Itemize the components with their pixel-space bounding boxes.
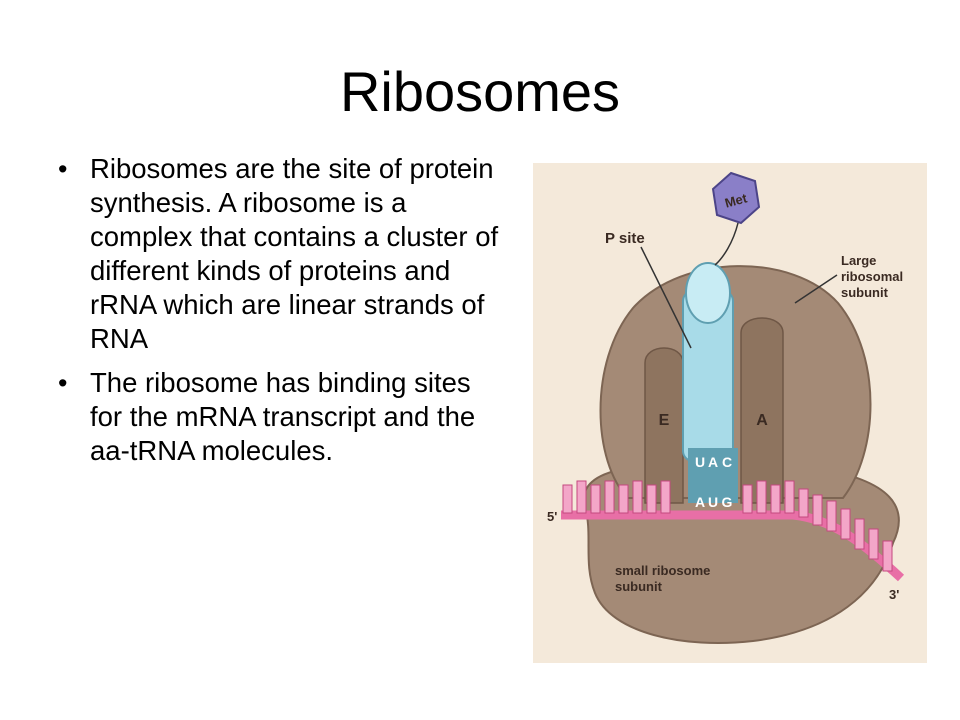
large-subunit-label: subunit	[841, 285, 889, 300]
met-label: Met	[723, 190, 749, 210]
small-subunit-label: small ribosome	[615, 563, 710, 578]
a-site-label: A	[756, 412, 768, 429]
five-prime-label: 5'	[547, 509, 557, 524]
bullet-mark: •	[58, 154, 68, 184]
bullet-item: • Ribosomes are the site of protein synt…	[58, 152, 508, 356]
anticodon-base: U	[695, 454, 705, 470]
ribosome-diagram: Met U A C A U G	[533, 163, 927, 663]
mrna-strand	[561, 480, 905, 582]
a-site-channel	[740, 317, 784, 504]
bullet-text: The ribosome has binding sites for the m…	[90, 367, 476, 466]
met-link	[714, 222, 739, 266]
codon-base: G	[722, 494, 733, 510]
three-prime-label: 3'	[889, 587, 899, 602]
trna-top	[685, 262, 731, 324]
met-amino-acid	[711, 171, 761, 225]
p-site-pointer	[640, 246, 692, 349]
bullet-mark: •	[58, 368, 68, 398]
bullet-item: • The ribosome has binding sites for the…	[58, 366, 508, 468]
ribosome-illustration: Met U A C A U G	[533, 163, 927, 663]
anticodon-base: C	[722, 454, 732, 470]
bullet-text: Ribosomes are the site of protein synthe…	[90, 153, 499, 354]
mrna-bases	[562, 480, 893, 572]
small-subunit-label: subunit	[615, 579, 663, 594]
slide-title: Ribosomes	[339, 60, 621, 123]
large-subunit-pointer	[794, 274, 838, 304]
e-site-label: E	[659, 412, 670, 429]
p-site-label: P site	[605, 230, 645, 247]
anticodon-base: A	[708, 454, 718, 470]
large-subunit-label: ribosomal	[841, 269, 903, 284]
large-subunit-label: Large	[841, 253, 876, 268]
anticodon-stem	[688, 448, 738, 503]
codon-base: U	[708, 494, 718, 510]
bullet-list: • Ribosomes are the site of protein synt…	[58, 152, 508, 478]
codon-base: A	[695, 494, 705, 510]
